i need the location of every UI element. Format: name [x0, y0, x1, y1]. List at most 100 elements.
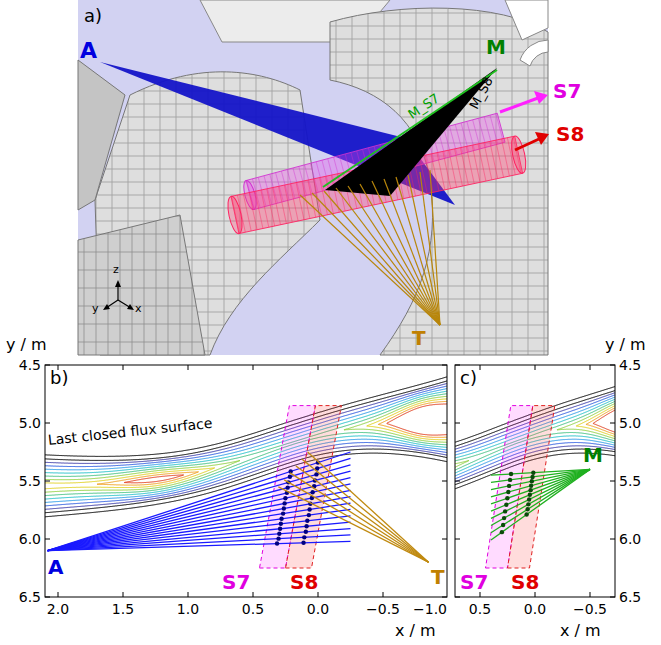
panel-letter: b): [50, 368, 68, 389]
tick-mark: [318, 365, 319, 370]
tick-mark: [590, 592, 591, 597]
tick-mark: [610, 597, 615, 598]
band-crossing-marker: [307, 513, 311, 517]
tick-label: 0.5: [469, 601, 491, 617]
tick-label: 6.5: [19, 589, 41, 605]
plot-area: [455, 384, 615, 568]
flux-surface: [378, 399, 447, 439]
band-crossing-marker: [305, 519, 309, 523]
flux-surface: [557, 401, 615, 441]
band-crossing-marker: [531, 471, 535, 475]
tick-mark: [45, 423, 50, 424]
tick-mark: [455, 597, 460, 598]
sightline-a: [48, 509, 351, 550]
band-crossing-marker: [276, 536, 280, 540]
arrow-s8: [515, 139, 539, 150]
band-crossing-marker: [526, 502, 530, 506]
tick-mark: [45, 481, 50, 482]
sightline: [324, 191, 440, 325]
band-crossing-marker: [307, 507, 311, 511]
tick-mark: [383, 592, 384, 597]
plot-panel: [447, 365, 623, 597]
sightline-m: [491, 469, 590, 496]
tick-mark: [45, 365, 50, 366]
band-crossing-marker: [288, 475, 292, 479]
tick-mark: [45, 597, 50, 598]
flux-surface: [367, 395, 447, 441]
axis-symbol: z: [113, 264, 119, 277]
axis-title: x / m: [560, 622, 601, 640]
sightline: [372, 181, 440, 325]
band-crossing-marker: [278, 527, 282, 531]
port-label: T: [431, 566, 445, 589]
sightline-a: [48, 529, 351, 551]
tick-mark: [253, 365, 254, 370]
arrowhead: [535, 132, 549, 145]
arrowhead: [127, 304, 134, 310]
tick-label: 1.0: [177, 601, 199, 617]
tick-mark: [535, 365, 536, 370]
band-crossing-marker: [530, 479, 534, 483]
flux-surface: [586, 405, 615, 437]
axis-title: y / m: [6, 336, 47, 354]
flux-surface: [45, 373, 447, 515]
flux-surface: [593, 407, 615, 434]
band-crossing-marker: [285, 485, 289, 489]
band-crossing-marker: [525, 507, 529, 511]
sightline-a: [48, 541, 351, 550]
volume-label: S8: [511, 571, 539, 594]
vessel-panel: [78, 60, 125, 210]
band-crossing-marker: [507, 484, 511, 488]
tick-mark: [442, 365, 447, 366]
band-crossing-marker: [530, 475, 534, 479]
band-crossing-marker: [279, 522, 283, 526]
sightline: [300, 195, 440, 325]
tick-mark: [455, 539, 460, 540]
flux-surface: [455, 461, 469, 472]
sightline-a: [48, 478, 351, 551]
surface-label: Last closed flux surface: [47, 415, 213, 448]
band-crossing-marker: [282, 501, 286, 505]
tick-label: 6.5: [619, 589, 641, 605]
sightline: [360, 184, 440, 325]
sightline-t: [302, 459, 429, 562]
tick-mark: [188, 592, 189, 597]
band-crossing-marker: [509, 472, 513, 476]
tick-label: 5.5: [619, 473, 641, 489]
band-crossing-marker: [281, 511, 285, 515]
port-label: A: [48, 556, 63, 579]
tick-mark: [442, 597, 447, 598]
tick-label: 1.5: [112, 601, 134, 617]
sightline-t: [290, 473, 428, 562]
band-crossing-marker: [310, 490, 314, 494]
axis-symbol: y: [92, 303, 99, 316]
port-label: M: [583, 444, 603, 467]
tick-mark: [442, 539, 447, 540]
tick-label: 5.5: [19, 473, 41, 489]
vessel-view: [78, 0, 549, 355]
tick-mark: [610, 365, 615, 366]
flux-surface: [45, 389, 447, 498]
sightline-a: [48, 490, 351, 550]
axis-title: x / m: [395, 622, 436, 640]
tick-mark: [455, 365, 460, 366]
tick-label: 2.0: [47, 601, 69, 617]
tick-label: 0.0: [307, 601, 329, 617]
tick-label: 4.5: [619, 357, 641, 373]
tick-label: 0.0: [524, 601, 546, 617]
sightline-m: [491, 469, 590, 525]
plot-area: [45, 369, 447, 569]
tick-label: 6.0: [619, 531, 641, 547]
tick-mark: [610, 423, 615, 424]
sightline-t: [308, 452, 429, 562]
band-crossing-marker: [301, 541, 305, 545]
tick-mark: [480, 365, 481, 370]
sightline-m: [491, 469, 590, 540]
arrowhead: [115, 280, 121, 287]
band-crossing-marker: [283, 496, 287, 500]
plot-frame: [455, 365, 615, 597]
sightline-m: [491, 469, 590, 532]
sightline: [420, 172, 440, 325]
port-label: T: [412, 327, 426, 350]
tick-mark: [610, 539, 615, 540]
